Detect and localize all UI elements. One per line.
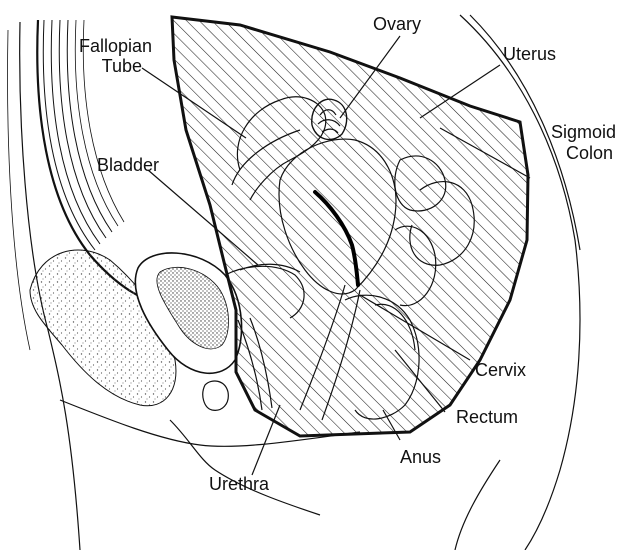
label-anus: Anus [400, 447, 441, 467]
label-ovary: Ovary [373, 14, 421, 34]
label-cervix: Cervix [475, 360, 526, 380]
label-urethra: Urethra [209, 474, 269, 494]
label-fallopian-tube-line2: Tube [62, 56, 142, 76]
label-uterus: Uterus [503, 44, 556, 64]
label-rectum: Rectum [456, 407, 518, 427]
label-sigmoid-colon-line2: Colon [566, 143, 613, 163]
label-bladder: Bladder [97, 155, 159, 175]
label-sigmoid-colon-line1: Sigmoid [551, 122, 616, 142]
label-fallopian-tube-line1: Fallopian [62, 36, 152, 56]
